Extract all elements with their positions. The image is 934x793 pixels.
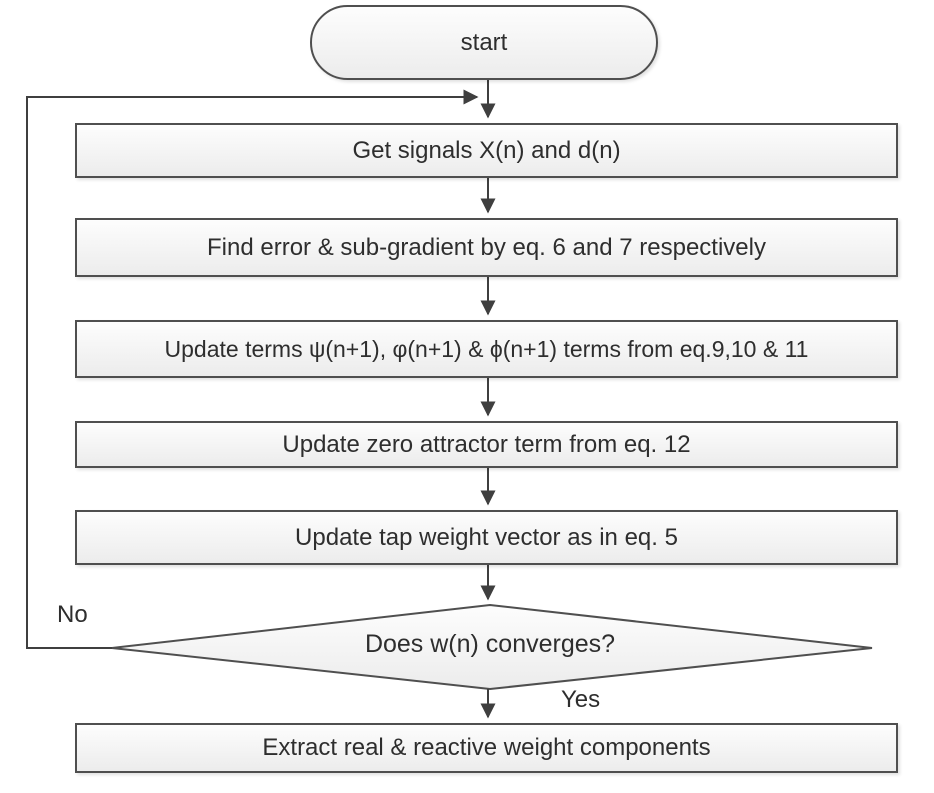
process-update-tap-weight: Update tap weight vector as in eq. 5: [75, 510, 898, 565]
process-update-zero-attractor: Update zero attractor term from eq. 12: [75, 421, 898, 468]
branch-label-no: No: [57, 601, 88, 628]
process-find-error: Find error & sub-gradient by eq. 6 and 7…: [75, 218, 898, 277]
connector-decision-no-loopback: [26, 89, 479, 649]
process-label: Get signals X(n) and d(n): [352, 136, 621, 164]
decision-label: Does w(n) converges?: [364, 630, 616, 658]
process-get-signals: Get signals X(n) and d(n): [75, 123, 898, 178]
process-label: Update terms ψ(n+1), φ(n+1) & ϕ(n+1) ter…: [164, 335, 809, 362]
process-label: Extract real & reactive weight component…: [262, 734, 711, 761]
process-label: Update zero attractor term from eq. 12: [282, 430, 691, 458]
branch-label-yes: Yes: [561, 686, 601, 713]
process-label: Find error & sub-gradient by eq. 6 and 7…: [207, 233, 766, 261]
process-label: Update tap weight vector as in eq. 5: [295, 523, 678, 551]
process-update-terms: Update terms ψ(n+1), φ(n+1) & ϕ(n+1) ter…: [75, 320, 898, 378]
start-label: start: [460, 28, 508, 56]
start-terminator: start: [310, 5, 658, 80]
decision-diamond: [111, 603, 873, 691]
process-extract-components: Extract real & reactive weight component…: [75, 723, 898, 773]
